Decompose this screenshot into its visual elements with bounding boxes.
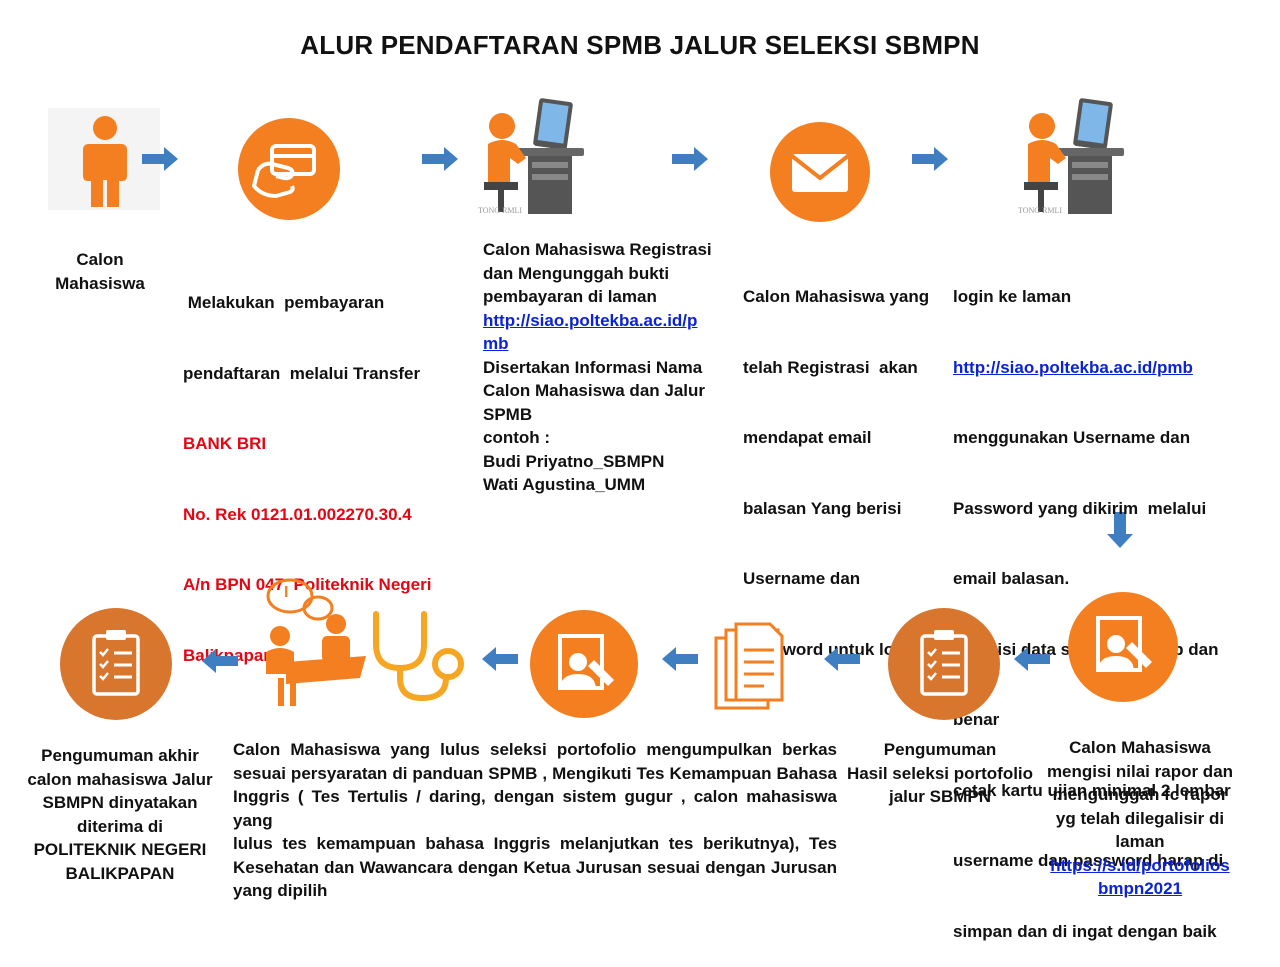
step10-line: sesuai persyaratan di panduan SPMB , Men… [233, 763, 837, 783]
step3-example: Wati Agustina_UMM [483, 475, 646, 494]
step5-line: menggunakan Username dan [953, 428, 1191, 447]
step3-line: contoh : [483, 428, 551, 447]
payment-card-icon [238, 118, 340, 220]
profile-edit-icon [530, 610, 638, 718]
step7-text: Pengumuman Hasil seleksi portofolio jalu… [842, 738, 1038, 809]
account-holder: A/n BPN 047 Politeknik Negeri [183, 575, 432, 594]
envelope-icon [770, 122, 870, 222]
interview-icon: I [256, 578, 368, 708]
step1-line: Mahasiswa [55, 273, 145, 293]
step5-line: login ke laman [953, 287, 1072, 306]
step6-line: Calon Mahasiswa [1069, 738, 1211, 757]
arrow-left-icon [824, 647, 860, 671]
stethoscope-icon [368, 608, 468, 704]
watermark-text: TONG RMLI [1018, 206, 1063, 215]
step11-line: POLITEKNIK NEGERI [33, 840, 207, 859]
step5-text: login ke laman http://siao.poltekba.ac.i… [953, 238, 1253, 967]
step4-line: telah Registrasi akan [743, 357, 918, 377]
arrow-left-icon [202, 649, 238, 673]
step10-line: Inggris ( Tes Tertulis / daring, dengan … [233, 787, 837, 830]
siao-link-cont[interactable]: mb [483, 334, 509, 353]
step1-line: Calon [76, 250, 124, 269]
portfolio-link[interactable]: https://s.id/portofolios [1050, 855, 1230, 875]
step10-text: Calon Mahasiswa yang lulus seleksi porto… [233, 738, 837, 903]
step3-line: Calon Mahasiswa dan Jalur [483, 381, 706, 400]
step11-line: calon mahasiswa Jalur [27, 769, 213, 789]
step6-line: mengisi nilai rapor dan [1046, 761, 1234, 781]
step5-line: username dan password harap di [953, 851, 1224, 870]
step6-line: yg telah dilegalisir di [1055, 808, 1225, 828]
step5-line: cetak kartu ujian minimal 2 lembar [953, 780, 1231, 800]
documents-icon [712, 622, 792, 712]
computer-user-icon: TONG RMLI [1018, 96, 1128, 220]
step3-line: Calon Mahasiswa Registrasi [483, 240, 712, 259]
step6-text: Calon Mahasiswa mengisi nilai rapor dan … [1040, 736, 1240, 901]
step10-line: Kesehatan dan Wawancara dengan Ketua Jur… [233, 857, 837, 877]
step10-line: Calon Mahasiswa yang lulus seleksi porto… [233, 740, 837, 759]
arrow-left-icon [1014, 647, 1050, 671]
profile-edit-icon [1068, 592, 1178, 702]
step11-line: BALIKPAPAN [65, 863, 175, 883]
watermark-text: TONG RMLI [478, 206, 523, 215]
interview-letter: I [284, 584, 289, 601]
step3-line: Disertakan Informasi Nama [483, 357, 703, 377]
step11-line: diterima di [77, 816, 163, 836]
arrow-right-icon [142, 147, 178, 171]
step7-line: jalur SBMPN [888, 787, 992, 806]
step3-example: Budi Priyatno_SBMPN [483, 451, 665, 471]
computer-user-icon: TONG RMLI [478, 96, 588, 220]
arrow-right-icon [912, 147, 948, 171]
step11-text: Pengumuman akhir calon mahasiswa Jalur S… [20, 744, 220, 885]
portfolio-link-cont[interactable]: bmpn2021 [1097, 879, 1183, 898]
siao-pmb-link[interactable]: http://siao.poltekba.ac.id/pmb [953, 357, 1193, 377]
step6-line: mengunggah fc rapor [1052, 785, 1228, 804]
step4-line: balasan Yang berisi [743, 498, 902, 518]
step5-line: simpan dan di ingat dengan baik [953, 921, 1217, 941]
arrow-left-icon [482, 647, 518, 671]
step10-line: lulus tes kemampuan bahasa Inggris melan… [233, 834, 837, 853]
step3-text: Calon Mahasiswa Registrasi dan Mengungga… [483, 238, 723, 497]
step4-line: mendapat email [743, 428, 872, 447]
arrow-right-icon [422, 147, 458, 171]
step2-line: pendaftaran melalui Transfer [183, 363, 421, 383]
step1-text: Calon Mahasiswa [40, 248, 160, 295]
page-title: ALUR PENDAFTARAN SPMB JALUR SELEKSI SBMP… [300, 30, 980, 60]
clipboard-checklist-icon [888, 608, 1000, 720]
step11-line: SBMPN dinyatakan [42, 793, 198, 812]
step11-line: Pengumuman akhir [41, 746, 199, 765]
arrow-right-icon [672, 147, 708, 171]
step3-line: pembayaran di laman [483, 287, 657, 306]
bank-name: BANK BRI [183, 434, 267, 453]
step3-line: SPMB [483, 404, 533, 424]
step7-line: Hasil seleksi portofolio [846, 763, 1034, 783]
step5-line: Password yang dikirim melalui [953, 498, 1207, 518]
step4-line: Username dan [743, 569, 861, 588]
step2-text: Melakukan pembayaran pendaftaran melalui… [183, 244, 443, 691]
person-icon [48, 108, 160, 210]
step3-line: dan Mengunggah bukti [483, 263, 670, 283]
account-number: No. Rek 0121.01.002270.30.4 [183, 504, 412, 524]
arrow-down-icon [1107, 512, 1133, 548]
step4-line: Calon Mahasiswa yang [743, 287, 930, 306]
step7-line: Pengumuman [883, 740, 997, 759]
step2-line: Melakukan pembayaran [183, 293, 385, 312]
arrow-left-icon [662, 647, 698, 671]
step10-line: yang dipilih [233, 881, 328, 900]
step6-line: laman [1115, 832, 1165, 851]
siao-link[interactable]: http://siao.poltekba.ac.id/p [483, 310, 698, 330]
step5-line: email balasan. [953, 569, 1070, 588]
clipboard-checklist-icon [60, 608, 172, 720]
